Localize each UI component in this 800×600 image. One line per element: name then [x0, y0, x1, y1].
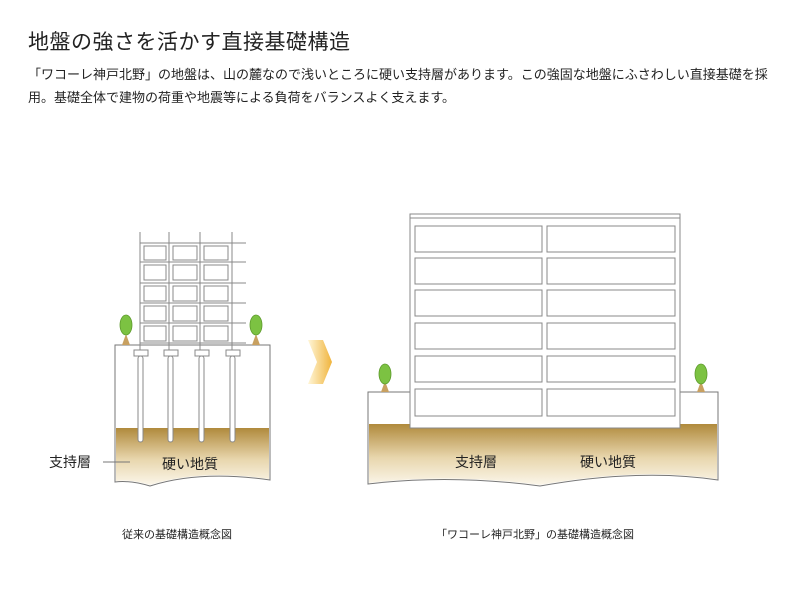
tree-icon [694, 363, 708, 392]
piles [133, 349, 241, 443]
arrow-icon [308, 340, 332, 384]
tree-icon [119, 314, 133, 345]
right-caption: 「ワコーレ神戸北野」の基礎構造概念図 [436, 528, 634, 541]
left-support-layer [116, 428, 269, 485]
description: 「ワコーレ神戸北野」の地盤は、山の麓なので浅いところに硬い支持層があります。この… [28, 68, 768, 106]
right-support-layer-label: 支持層 [455, 455, 497, 471]
left-building [139, 232, 246, 352]
conventional-foundation-diagram [103, 232, 271, 487]
left-caption: 従来の基礎構造概念図 [122, 528, 232, 541]
left-support-layer-label: 支持層 [49, 455, 91, 471]
tree-icon [249, 314, 263, 345]
tree-icon [378, 363, 392, 392]
right-hard-ground-label: 硬い地質 [580, 455, 636, 471]
right-building [409, 213, 681, 429]
left-hard-ground-label: 硬い地質 [162, 457, 218, 473]
direct-foundation-diagram [367, 213, 719, 487]
right-support-layer [369, 424, 717, 485]
page-title: 地盤の強さを活かす直接基礎構造 [28, 30, 351, 54]
